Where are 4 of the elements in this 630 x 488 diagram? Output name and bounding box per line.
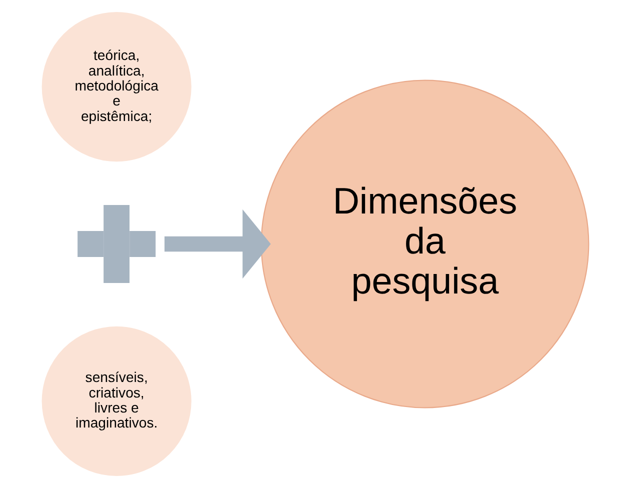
node-circle: Dimensões da pesquisa	[260, 80, 589, 408]
arrow	[164, 209, 270, 279]
node-circle: teórica, analítica, metodológica e epistêmica;	[41, 12, 191, 162]
node-circle: sensíveis, criativos, livres e imaginativos.	[41, 326, 191, 476]
